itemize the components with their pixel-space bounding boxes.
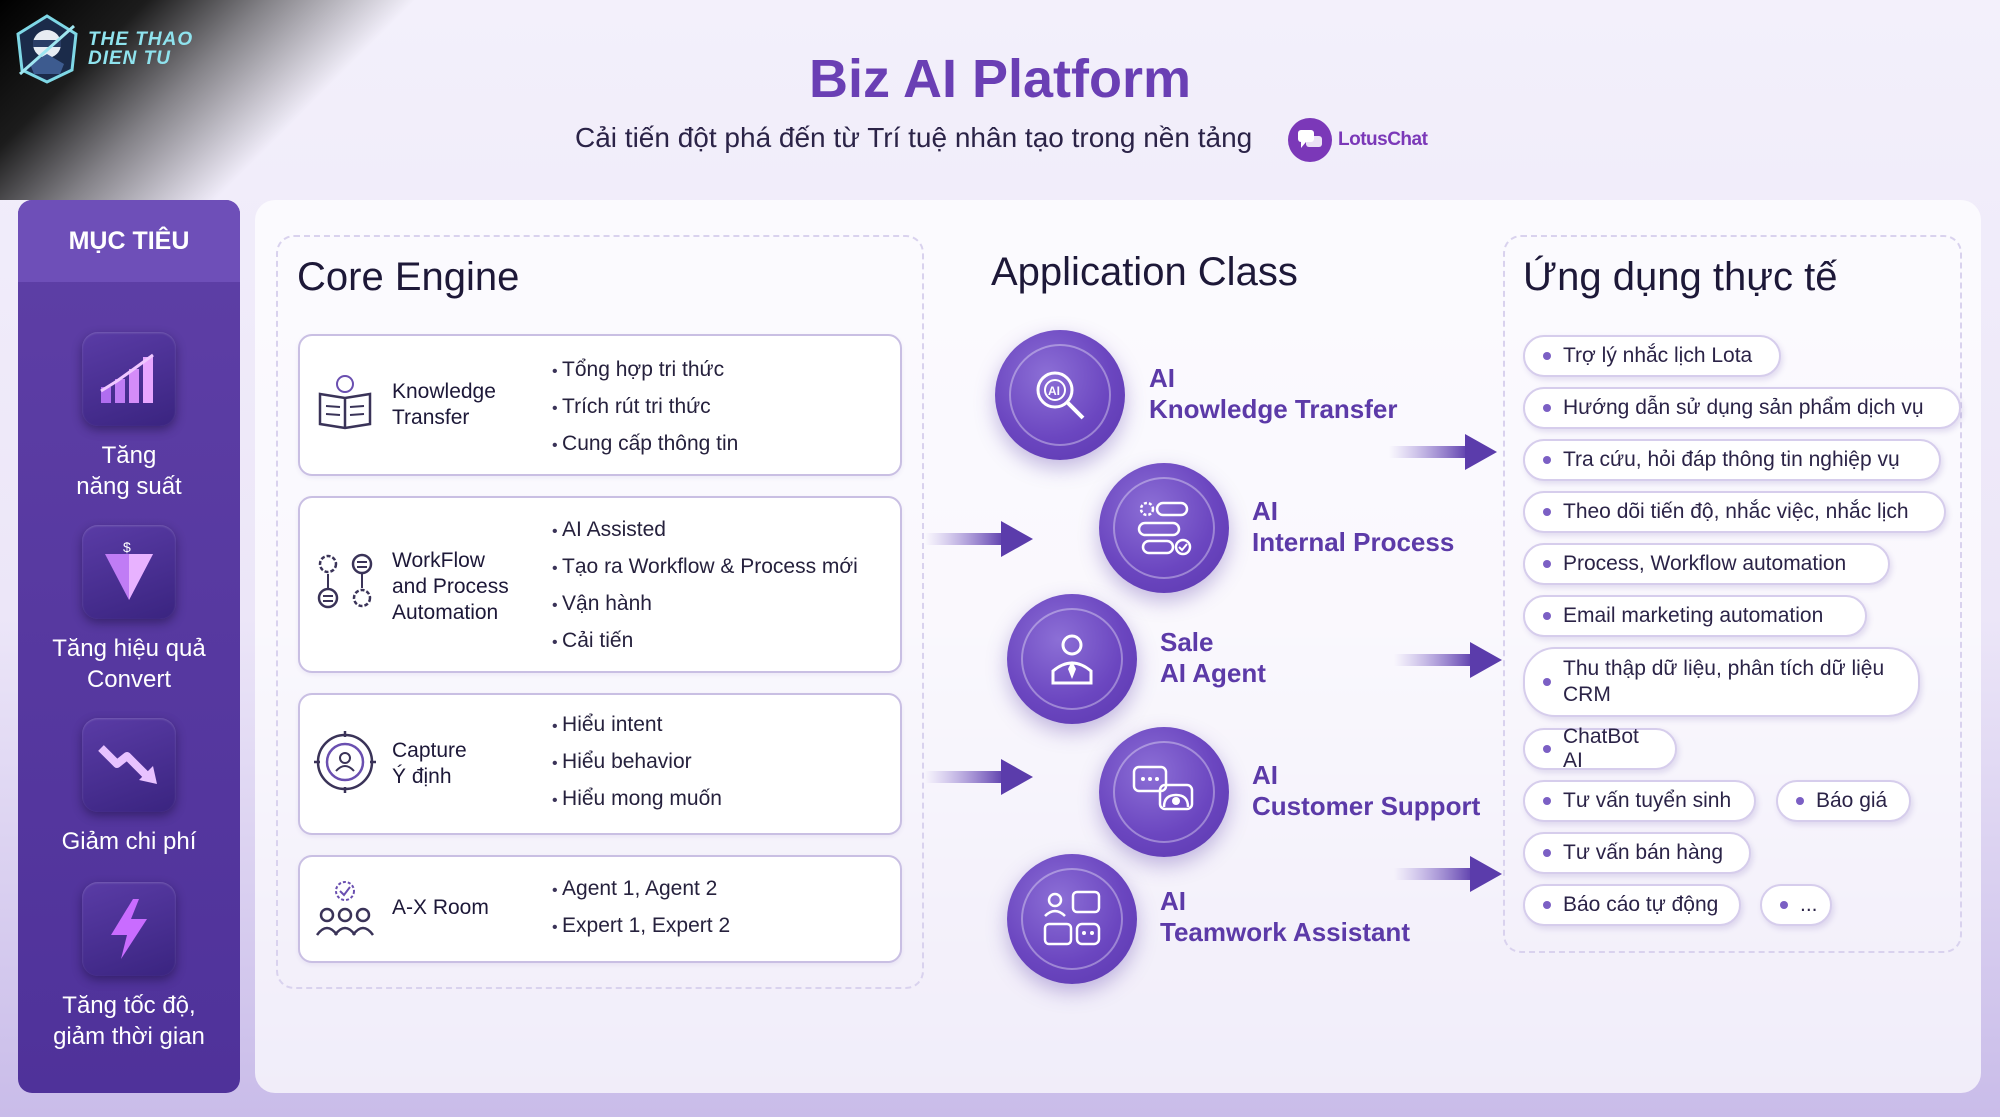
core-bullets: AI Assisted Tạo ra Workflow & Process mớ… <box>552 512 858 660</box>
core-name: Capture Ý định <box>392 739 467 788</box>
bullet-item: Cung cấp thông tin <box>552 426 738 463</box>
bullet-item: Expert 1, Expert 2 <box>552 908 730 945</box>
app-ai-teamwork-assistant <box>1007 854 1137 984</box>
process-settings-icon <box>1137 501 1192 556</box>
salesperson-icon <box>1051 634 1093 685</box>
bullet-item: Trích rút tri thức <box>552 389 738 426</box>
bullet-item: Hiểu intent <box>552 707 722 744</box>
core-bullets: Hiểu intent Hiểu behavior Hiểu mong muốn <box>552 707 722 818</box>
usecase-pill: Tra cứu, hỏi đáp thông tin nghiệp vụ <box>1523 439 1941 481</box>
usecase-pill: Process, Workflow automation <box>1523 543 1890 585</box>
brand-line-1: THE THAO <box>88 29 194 50</box>
app-label: AI Customer Support <box>1252 760 1481 821</box>
bullet-item: Cải tiến <box>552 623 858 660</box>
lotuschat-logo: LotusChat <box>1288 118 1428 162</box>
bullet-item: Vận hành <box>552 586 858 623</box>
bar-chart-icon <box>82 332 176 426</box>
bullet-item: Tổng hợp tri thức <box>552 352 738 389</box>
core-card-ax-room: A-X Room Agent 1, Agent 2 Expert 1, Expe… <box>298 855 902 963</box>
arrow-right-icon <box>1394 856 1502 892</box>
page-subtitle: Cải tiến đột phá đến từ Trí tuệ nhân tạo… <box>575 122 1253 153</box>
goal-label: Tăng tốc độ, giảm thời gian <box>53 992 205 1050</box>
core-name: WorkFlow and Process Automation <box>392 549 509 624</box>
usecase-pill: ChatBot AI <box>1523 725 1677 772</box>
app-label: AI Knowledge Transfer <box>1149 363 1398 424</box>
app-ai-customer-support <box>1099 727 1229 857</box>
bullet-item: Hiểu mong muốn <box>552 781 722 818</box>
team-room-icon <box>315 881 375 936</box>
core-bullets: Tổng hợp tri thức Trích rút tri thức Cun… <box>552 352 738 463</box>
svg-text:$: $ <box>123 540 131 555</box>
usecase-pill: ... <box>1760 884 1832 926</box>
page-title: Biz AI Platform <box>808 49 1192 109</box>
usecase-pill: Báo giá <box>1776 780 1911 822</box>
usecase-pill: Trợ lý nhắc lịch Lota <box>1523 335 1781 377</box>
usecase-pill: Tư vấn tuyển sinh <box>1523 780 1756 822</box>
usecase-pill: Báo cáo tự động <box>1523 884 1741 926</box>
brand-wordmark: THE THAO DIEN TU <box>88 30 228 68</box>
core-engine-title: Core Engine <box>297 255 520 299</box>
app-label: AI Teamwork Assistant <box>1160 886 1410 947</box>
arrow-right-icon <box>1389 434 1497 470</box>
core-engine-frame <box>276 235 924 989</box>
corner-shade <box>0 0 470 200</box>
goal-speed: Tăng tốc độ, giảm thời gian <box>18 882 240 1052</box>
goal-productivity: Tăng năng suất <box>18 332 240 502</box>
usecase-pill: Email marketing automation <box>1523 595 1867 637</box>
app-label: Sale AI Agent <box>1160 627 1266 688</box>
sidebar-title: MỤC TIÊU <box>18 200 240 282</box>
core-bullets: Agent 1, Agent 2 Expert 1, Expert 2 <box>552 871 730 945</box>
app-label: AI Internal Process <box>1252 496 1455 557</box>
goal-label: Tăng hiệu quả Convert <box>52 635 206 693</box>
arrow-right-icon <box>1394 642 1502 678</box>
core-card-workflow: WorkFlow and Process Automation AI Assis… <box>298 496 902 673</box>
teamwork-icon <box>1043 890 1101 946</box>
workflow-gears-icon <box>317 553 373 609</box>
brand-line-2: DIEN TU <box>88 48 171 69</box>
bullet-item: AI Assisted <box>552 512 858 549</box>
trend-down-icon <box>82 718 176 812</box>
support-chat-icon <box>1132 765 1194 811</box>
usecase-pill: Theo dõi tiến độ, nhắc việc, nhắc lịch <box>1523 491 1946 533</box>
usecases-frame <box>1503 235 1962 953</box>
arrow-right-icon <box>925 759 1033 795</box>
usecase-pill: Tư vấn bán hàng <box>1523 832 1751 874</box>
goal-label: Giảm chi phí <box>61 828 197 855</box>
app-sale-ai-agent <box>1007 594 1137 724</box>
brand-logo: THE THAO DIEN TU <box>12 14 212 86</box>
target-person-icon <box>314 731 376 793</box>
usecase-pill: Thu thập dữ liệu, phân tích dữ liệu CRM <box>1523 647 1920 717</box>
usecases-title: Ứng dụng thực tế <box>1523 255 1838 299</box>
bullet-item: Tạo ra Workflow & Process mới <box>552 549 858 586</box>
lightning-icon <box>82 882 176 976</box>
arrow-right-icon <box>925 521 1033 557</box>
ninja-mascot-icon <box>16 14 78 84</box>
ai-search-icon: AI <box>1036 371 1085 420</box>
knowledge-book-icon <box>318 375 372 430</box>
usecase-pill: Hướng dẫn sử dụng sản phẩm dịch vụ <box>1523 387 1961 429</box>
core-card-knowledge-transfer: Knowledge Transfer Tổng hợp tri thức Trí… <box>298 334 902 476</box>
goal-cost: Giảm chi phí <box>18 718 240 857</box>
core-card-capture-intent: Capture Ý định Hiểu intent Hiểu behavior… <box>298 693 902 835</box>
goals-sidebar: MỤC TIÊU Tăng năng suất $ Tăng hiệu quả … <box>18 200 240 1093</box>
app-ai-internal-process <box>1099 463 1229 593</box>
lotuschat-name: LotusChat <box>1338 129 1428 150</box>
svg-text:AI: AI <box>1048 384 1060 398</box>
goal-label: Tăng năng suất <box>76 442 182 500</box>
core-name: A-X Room <box>392 896 489 919</box>
chat-bubble-icon <box>1288 118 1332 162</box>
funnel-icon: $ <box>82 525 176 619</box>
core-name: Knowledge Transfer <box>392 380 496 429</box>
bullet-item: Agent 1, Agent 2 <box>552 871 730 908</box>
app-ai-knowledge-transfer: AI <box>995 330 1125 460</box>
bullet-item: Hiểu behavior <box>552 744 722 781</box>
application-class-title: Application Class <box>991 250 1298 294</box>
goal-conversion: $ Tăng hiệu quả Convert <box>18 525 240 695</box>
